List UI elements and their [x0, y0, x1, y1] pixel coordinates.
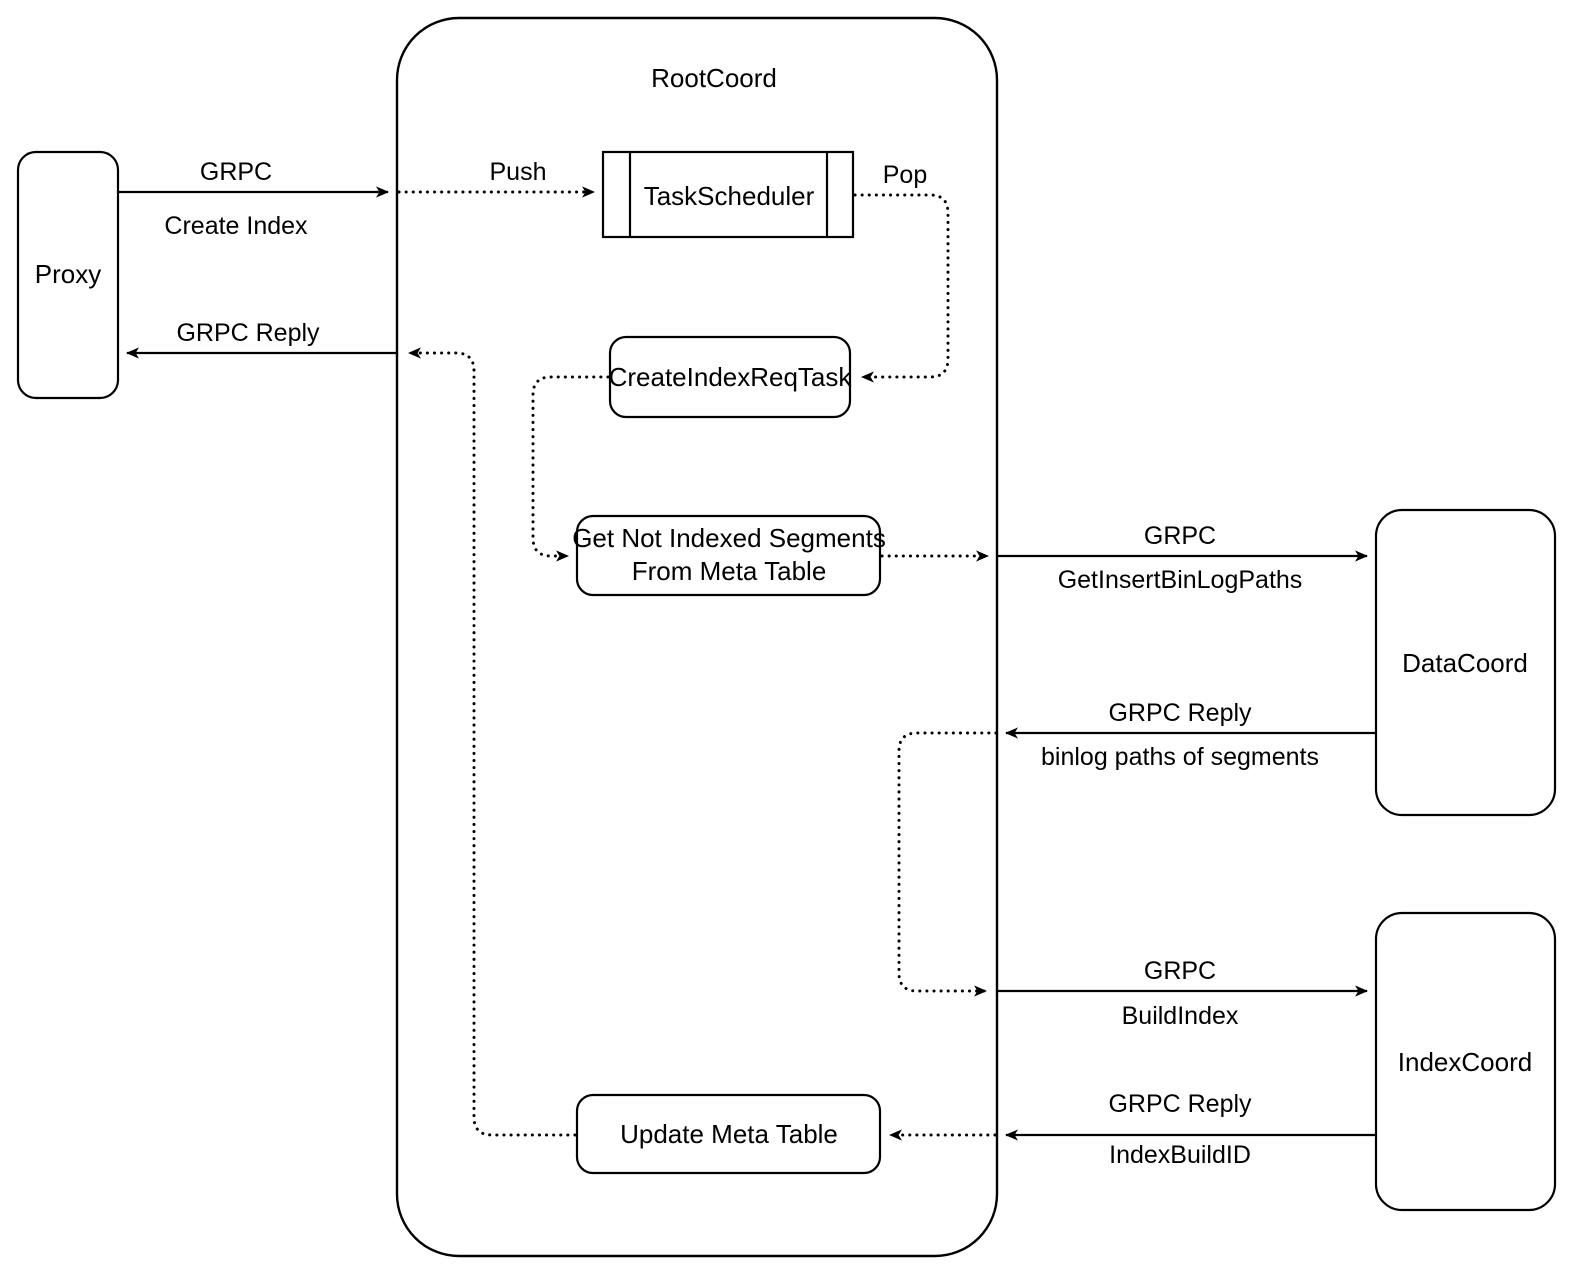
edge-updatemeta-return-path: [407, 347, 577, 1137]
node-datacoord[interactable]: DataCoord: [1374, 508, 1557, 817]
edge-datacoord-reply[interactable]: GRPC Reply binlog paths of segments: [1005, 699, 1375, 771]
update-meta-table-box: [575, 1093, 882, 1175]
edge-label-push: Push: [490, 158, 547, 186]
task-scheduler-label: TaskScheduler: [644, 181, 815, 211]
edge-label-grpc-buildindex-bottom: BuildIndex: [1122, 1002, 1239, 1030]
indexcoord-box: [1374, 911, 1557, 1212]
get-not-indexed-segments-box: [575, 514, 882, 597]
get-not-indexed-segments-label-line2: From Meta Table: [632, 556, 827, 586]
edge-createindexreqtask-to-getsegments[interactable]: [531, 375, 610, 562]
edge-label-grpc-create-index-bottom: Create Index: [164, 212, 308, 240]
edge-getsegments-to-datacoord[interactable]: GRPC GetInsertBinLogPaths: [998, 522, 1368, 594]
edge-label-datacoord-reply-top: GRPC Reply: [1108, 699, 1252, 727]
edge-internal-loop-to-buildindex[interactable]: [897, 731, 998, 997]
datacoord-label: DataCoord: [1402, 648, 1528, 678]
edge-indexcoord-reply[interactable]: GRPC Reply IndexBuildID: [1005, 1090, 1375, 1169]
edge-label-indexcoord-reply-top: GRPC Reply: [1108, 1090, 1252, 1118]
node-indexcoord[interactable]: IndexCoord: [1374, 911, 1557, 1212]
task-scheduler-box: [601, 150, 855, 239]
edge-label-indexcoord-reply-bottom: IndexBuildID: [1109, 1141, 1251, 1169]
edge-rootcoord-to-indexcoord[interactable]: GRPC BuildIndex: [997, 957, 1368, 1030]
edge-label-datacoord-reply-bottom: binlog paths of segments: [1041, 743, 1319, 771]
node-update-meta-table[interactable]: Update Meta Table: [575, 1093, 882, 1175]
edge-label-grpc-buildindex-top: GRPC: [1144, 957, 1216, 985]
node-get-not-indexed-segments[interactable]: Get Not Indexed Segments From Meta Table: [572, 514, 886, 597]
container-rootcoord[interactable]: RootCoord: [395, 16, 999, 1258]
edge-label-grpc-create-index-top: GRPC: [200, 158, 272, 186]
edge-internal-loop-path: [897, 731, 998, 997]
edge-proxy-to-rootcoord[interactable]: GRPC Create Index: [119, 158, 389, 240]
edge-label-grpc-reply-proxy: GRPC Reply: [176, 319, 320, 347]
edge-updatemeta-to-proxy-reply[interactable]: GRPC Reply: [126, 319, 577, 1137]
edge-createindexreqtask-to-getsegments-path: [531, 375, 610, 562]
rootcoord-label: RootCoord: [651, 63, 777, 93]
datacoord-box: [1374, 508, 1557, 817]
get-not-indexed-segments-label-line1: Get Not Indexed Segments: [572, 523, 886, 553]
create-index-req-task-label: CreateIndexReqTask: [609, 362, 853, 392]
edge-label-grpc-getinsertbinlogpaths-top: GRPC: [1144, 522, 1216, 550]
node-create-index-req-task[interactable]: CreateIndexReqTask: [608, 335, 853, 419]
create-index-req-task-box: [608, 335, 852, 419]
rootcoord-boundary: [395, 16, 999, 1258]
edge-label-pop: Pop: [883, 161, 927, 189]
proxy-box: [16, 150, 120, 400]
update-meta-table-label: Update Meta Table: [620, 1119, 838, 1149]
node-task-scheduler[interactable]: TaskScheduler: [601, 150, 855, 239]
indexcoord-label: IndexCoord: [1398, 1047, 1532, 1077]
edge-rootcoord-to-taskscheduler[interactable]: Push: [397, 158, 596, 198]
node-proxy[interactable]: Proxy: [16, 150, 120, 400]
proxy-label: Proxy: [35, 259, 101, 289]
edge-taskscheduler-to-createindexreqtask[interactable]: Pop: [853, 161, 950, 383]
edge-pop-path: [853, 193, 950, 383]
edge-label-grpc-getinsertbinlogpaths-bottom: GetInsertBinLogPaths: [1058, 566, 1303, 594]
